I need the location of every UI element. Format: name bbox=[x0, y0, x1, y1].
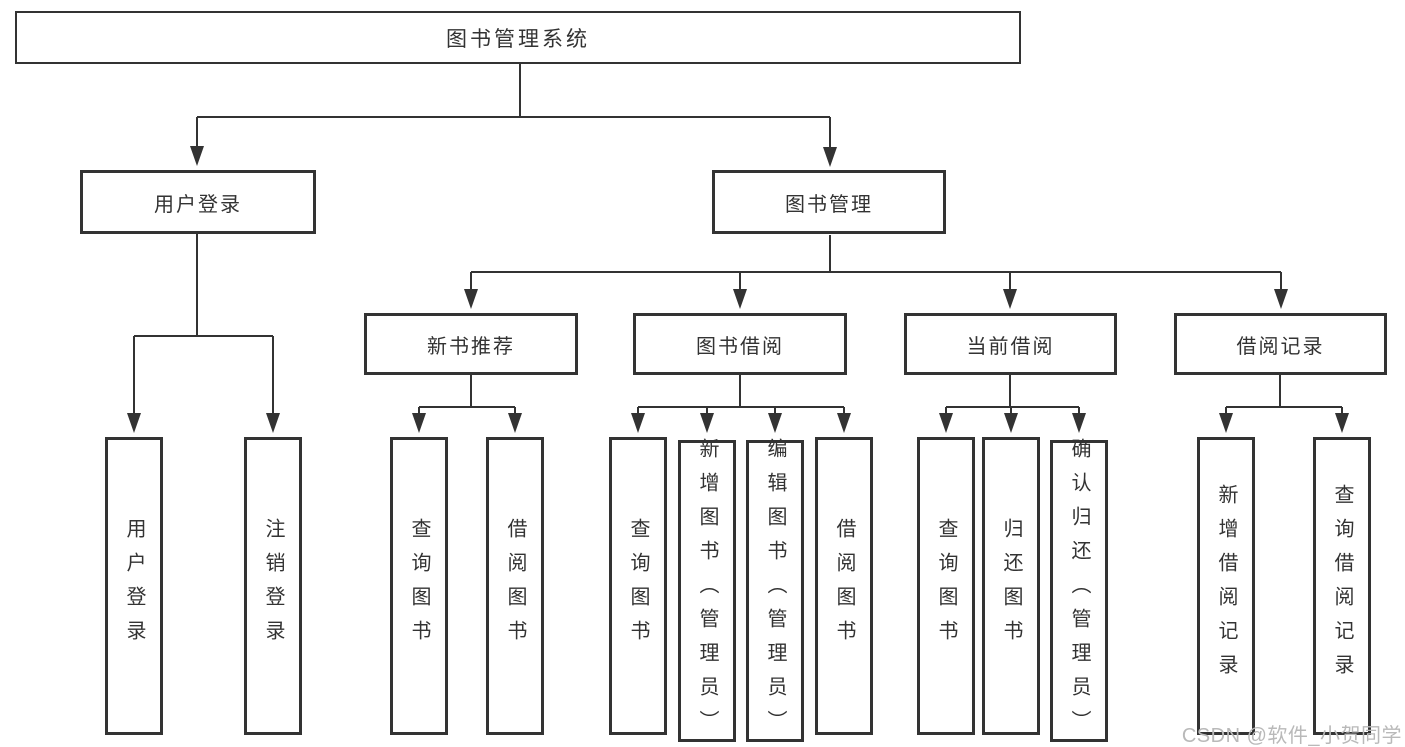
leaf-newrec-query-books-label: 查询图书 bbox=[408, 518, 430, 654]
leaf-borrow-borrow-books: 借阅图书 bbox=[815, 437, 873, 735]
connector-user-login-children bbox=[127, 234, 280, 433]
leaf-newrec-borrow-books-label: 借阅图书 bbox=[504, 518, 526, 654]
leaf-borrow-edit-books-admin: 编辑图书（管理员） bbox=[746, 438, 804, 744]
arrowhead bbox=[939, 413, 953, 433]
connector-new-book-recommend-children bbox=[412, 375, 522, 433]
arrowhead bbox=[127, 413, 141, 433]
node-current-borrow-label: 当前借阅 bbox=[966, 335, 1055, 358]
node-current-borrow: 当前借阅 bbox=[904, 313, 1117, 375]
leaf-user-login-label: 用户登录 bbox=[123, 518, 145, 654]
arrowhead bbox=[412, 413, 426, 433]
node-library-system-label: 图书管理系统 bbox=[446, 27, 590, 51]
node-book-management: 图书管理 bbox=[712, 170, 946, 234]
leaf-user-login: 用户登录 bbox=[105, 437, 163, 735]
arrowhead bbox=[1335, 413, 1349, 433]
arrowhead bbox=[823, 147, 837, 167]
leaf-newrec-borrow-books: 借阅图书 bbox=[486, 437, 544, 735]
connector-book-management-children bbox=[464, 235, 1288, 309]
connector-root-to-level2 bbox=[190, 64, 837, 167]
node-new-book-recommend-label: 新书推荐 bbox=[427, 335, 515, 358]
leaf-current-confirm-return-admin: 确认归还（管理员） bbox=[1050, 438, 1108, 744]
leaf-borrow-add-books-admin: 新增图书（管理员） bbox=[678, 438, 736, 744]
leaf-records-query-record: 查询借阅记录 bbox=[1313, 437, 1371, 735]
leaf-logout-label: 注销登录 bbox=[262, 518, 284, 654]
arrowhead bbox=[631, 413, 645, 433]
arrowhead bbox=[266, 413, 280, 433]
connector-book-borrow-children bbox=[631, 375, 851, 433]
node-user-login-label: 用户登录 bbox=[154, 193, 242, 216]
leaf-current-confirm-return-admin-label: 确认归还（管理员） bbox=[1068, 438, 1090, 744]
leaf-records-query-record-label: 查询借阅记录 bbox=[1331, 484, 1353, 688]
leaf-newrec-query-books: 查询图书 bbox=[390, 437, 448, 735]
leaf-logout: 注销登录 bbox=[244, 437, 302, 735]
node-book-management-label: 图书管理 bbox=[785, 193, 873, 216]
arrowhead bbox=[464, 289, 478, 309]
node-book-borrow-label: 图书借阅 bbox=[696, 335, 784, 358]
leaf-borrow-query-books-label: 查询图书 bbox=[627, 518, 649, 654]
arrowhead bbox=[190, 146, 204, 166]
node-borrow-records: 借阅记录 bbox=[1174, 313, 1387, 375]
node-library-system: 图书管理系统 bbox=[15, 11, 1021, 64]
arrowhead bbox=[1072, 413, 1086, 433]
node-user-login: 用户登录 bbox=[80, 170, 316, 234]
leaf-borrow-edit-books-admin-label: 编辑图书（管理员） bbox=[764, 438, 786, 744]
csdn-watermark: CSDN @软件_小贺同学 bbox=[1181, 725, 1402, 747]
arrowhead bbox=[768, 413, 782, 433]
node-new-book-recommend: 新书推荐 bbox=[364, 313, 578, 375]
node-borrow-records-label: 借阅记录 bbox=[1236, 335, 1325, 358]
connector-current-borrow-children bbox=[939, 375, 1086, 433]
leaf-current-query-books: 查询图书 bbox=[917, 437, 975, 735]
arrowhead bbox=[1219, 413, 1233, 433]
node-book-borrow: 图书借阅 bbox=[633, 313, 847, 375]
arrowhead bbox=[1004, 413, 1018, 433]
leaf-borrow-add-books-admin-label: 新增图书（管理员） bbox=[696, 438, 718, 744]
arrowhead bbox=[508, 413, 522, 433]
leaf-current-query-books-label: 查询图书 bbox=[935, 518, 957, 654]
leaf-records-add-record-label: 新增借阅记录 bbox=[1215, 484, 1237, 688]
leaf-records-add-record: 新增借阅记录 bbox=[1197, 437, 1255, 735]
arrowhead bbox=[837, 413, 851, 433]
leaf-current-return-books: 归还图书 bbox=[982, 437, 1040, 735]
connector-borrow-records-children bbox=[1219, 375, 1349, 433]
arrowhead bbox=[700, 413, 714, 433]
arrowhead bbox=[733, 289, 747, 309]
leaf-borrow-query-books: 查询图书 bbox=[609, 437, 667, 735]
arrowhead bbox=[1274, 289, 1288, 309]
leaf-borrow-borrow-books-label: 借阅图书 bbox=[833, 518, 855, 654]
leaf-current-return-books-label: 归还图书 bbox=[1000, 518, 1022, 654]
arrowhead bbox=[1003, 289, 1017, 309]
